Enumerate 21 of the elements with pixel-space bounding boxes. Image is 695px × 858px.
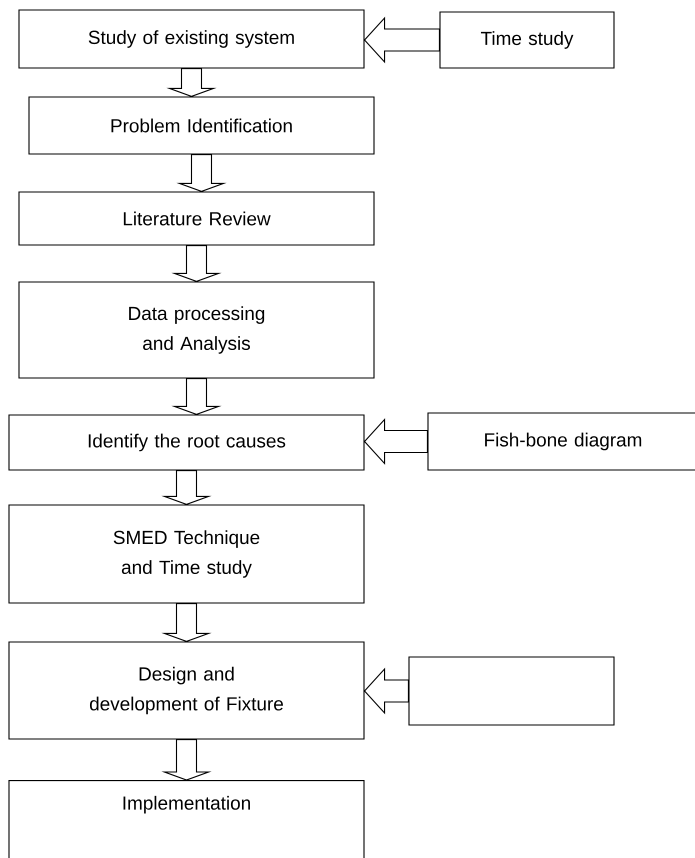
block-arrow: [364, 16, 440, 64]
process-box: Time study: [439, 11, 615, 69]
process-box: SMED Technique and Time study: [8, 504, 365, 604]
empty-box: [408, 656, 615, 726]
block-arrow: [161, 739, 212, 781]
process-box: Study of existing system: [18, 9, 365, 69]
block-arrow: [364, 668, 409, 714]
process-box: Design and development of Fixture: [8, 641, 365, 740]
process-box: Implementation: [8, 780, 365, 858]
process-box: Data processing and Analysis: [18, 281, 375, 379]
block-arrow: [171, 378, 222, 416]
process-box: Identify the root causes: [8, 414, 365, 471]
block-arrow: [176, 154, 227, 192]
process-box: Literature Review: [18, 191, 375, 246]
process-box: Problem Identification: [28, 96, 375, 155]
block-arrow: [161, 470, 212, 506]
block-arrow: [364, 418, 428, 465]
block-arrow: [161, 603, 212, 642]
process-box: Fish-bone diagram: [427, 412, 695, 471]
block-arrow: [166, 68, 217, 98]
block-arrow: [171, 245, 222, 282]
